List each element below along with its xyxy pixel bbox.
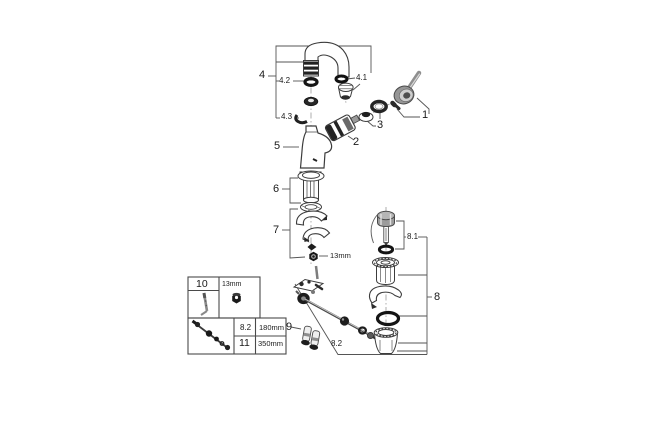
callout-1: 1: [422, 109, 429, 121]
popup-lever-bracket: [292, 278, 325, 295]
wrench-size-label: 13mm: [330, 251, 351, 260]
callout-lines: [268, 45, 432, 355]
mounting-shank: [297, 170, 325, 204]
seal-washer: [300, 202, 322, 212]
drain-stem: [383, 226, 389, 246]
callout-4: 4: [259, 69, 266, 81]
table-tool-size: 13mm: [222, 281, 242, 288]
drain-flange: [372, 257, 399, 286]
bearing-ring: [303, 96, 319, 107]
callout-5: 5: [274, 140, 281, 152]
callout-8-1: 8.1: [407, 232, 419, 241]
table-len-180mm: 180mm: [259, 323, 285, 332]
dome-cap: [358, 111, 374, 122]
table-rod-icon: [200, 292, 209, 316]
callout-8: 8: [434, 291, 441, 303]
callout-8-2: 8.2: [331, 339, 343, 348]
pull-rod-arc: [370, 213, 379, 244]
handle-screw: [390, 100, 401, 110]
mounting-clamp-a: [295, 210, 328, 226]
outlet-o-ring: [334, 74, 349, 84]
retaining-clip: [294, 114, 308, 125]
callout-9: 9: [286, 321, 293, 333]
cartridge: [324, 114, 361, 142]
inset-table: [187, 276, 287, 355]
callout-4-2: 4.2: [279, 76, 291, 85]
handle: [390, 70, 422, 110]
callout-4-1: 4.1: [356, 73, 368, 82]
table-long-rod-icon: [191, 319, 231, 351]
drain-knob: [377, 210, 395, 228]
spout-o-ring: [303, 76, 319, 87]
table-item-11: 11: [239, 337, 250, 349]
check-valves: [301, 325, 321, 350]
table-item-10: 10: [196, 278, 208, 290]
mounting-clamp-b: [302, 227, 331, 243]
table-nut-icon: [232, 292, 241, 304]
table-ref-8-2: 8.2: [240, 323, 252, 332]
callout-3: 3: [377, 119, 384, 131]
drain-clip: [368, 285, 402, 309]
cone-washer: [307, 243, 317, 251]
stem-seal: [377, 244, 395, 255]
faucet-body: [299, 125, 333, 169]
aerator: [338, 82, 354, 100]
callout-6: 6: [273, 183, 280, 195]
trim-ring: [370, 99, 388, 114]
pivot-pin: [314, 265, 319, 280]
spout-connector: [303, 60, 319, 77]
drain-body: [373, 327, 399, 354]
callout-7: 7: [273, 224, 280, 236]
table-len-350mm: 350mm: [258, 339, 284, 348]
callout-2: 2: [353, 136, 360, 148]
callout-4-3: 4.3: [281, 112, 293, 121]
hex-nut: [309, 251, 318, 262]
spout: [303, 41, 350, 78]
drain-o-ring: [375, 310, 401, 327]
